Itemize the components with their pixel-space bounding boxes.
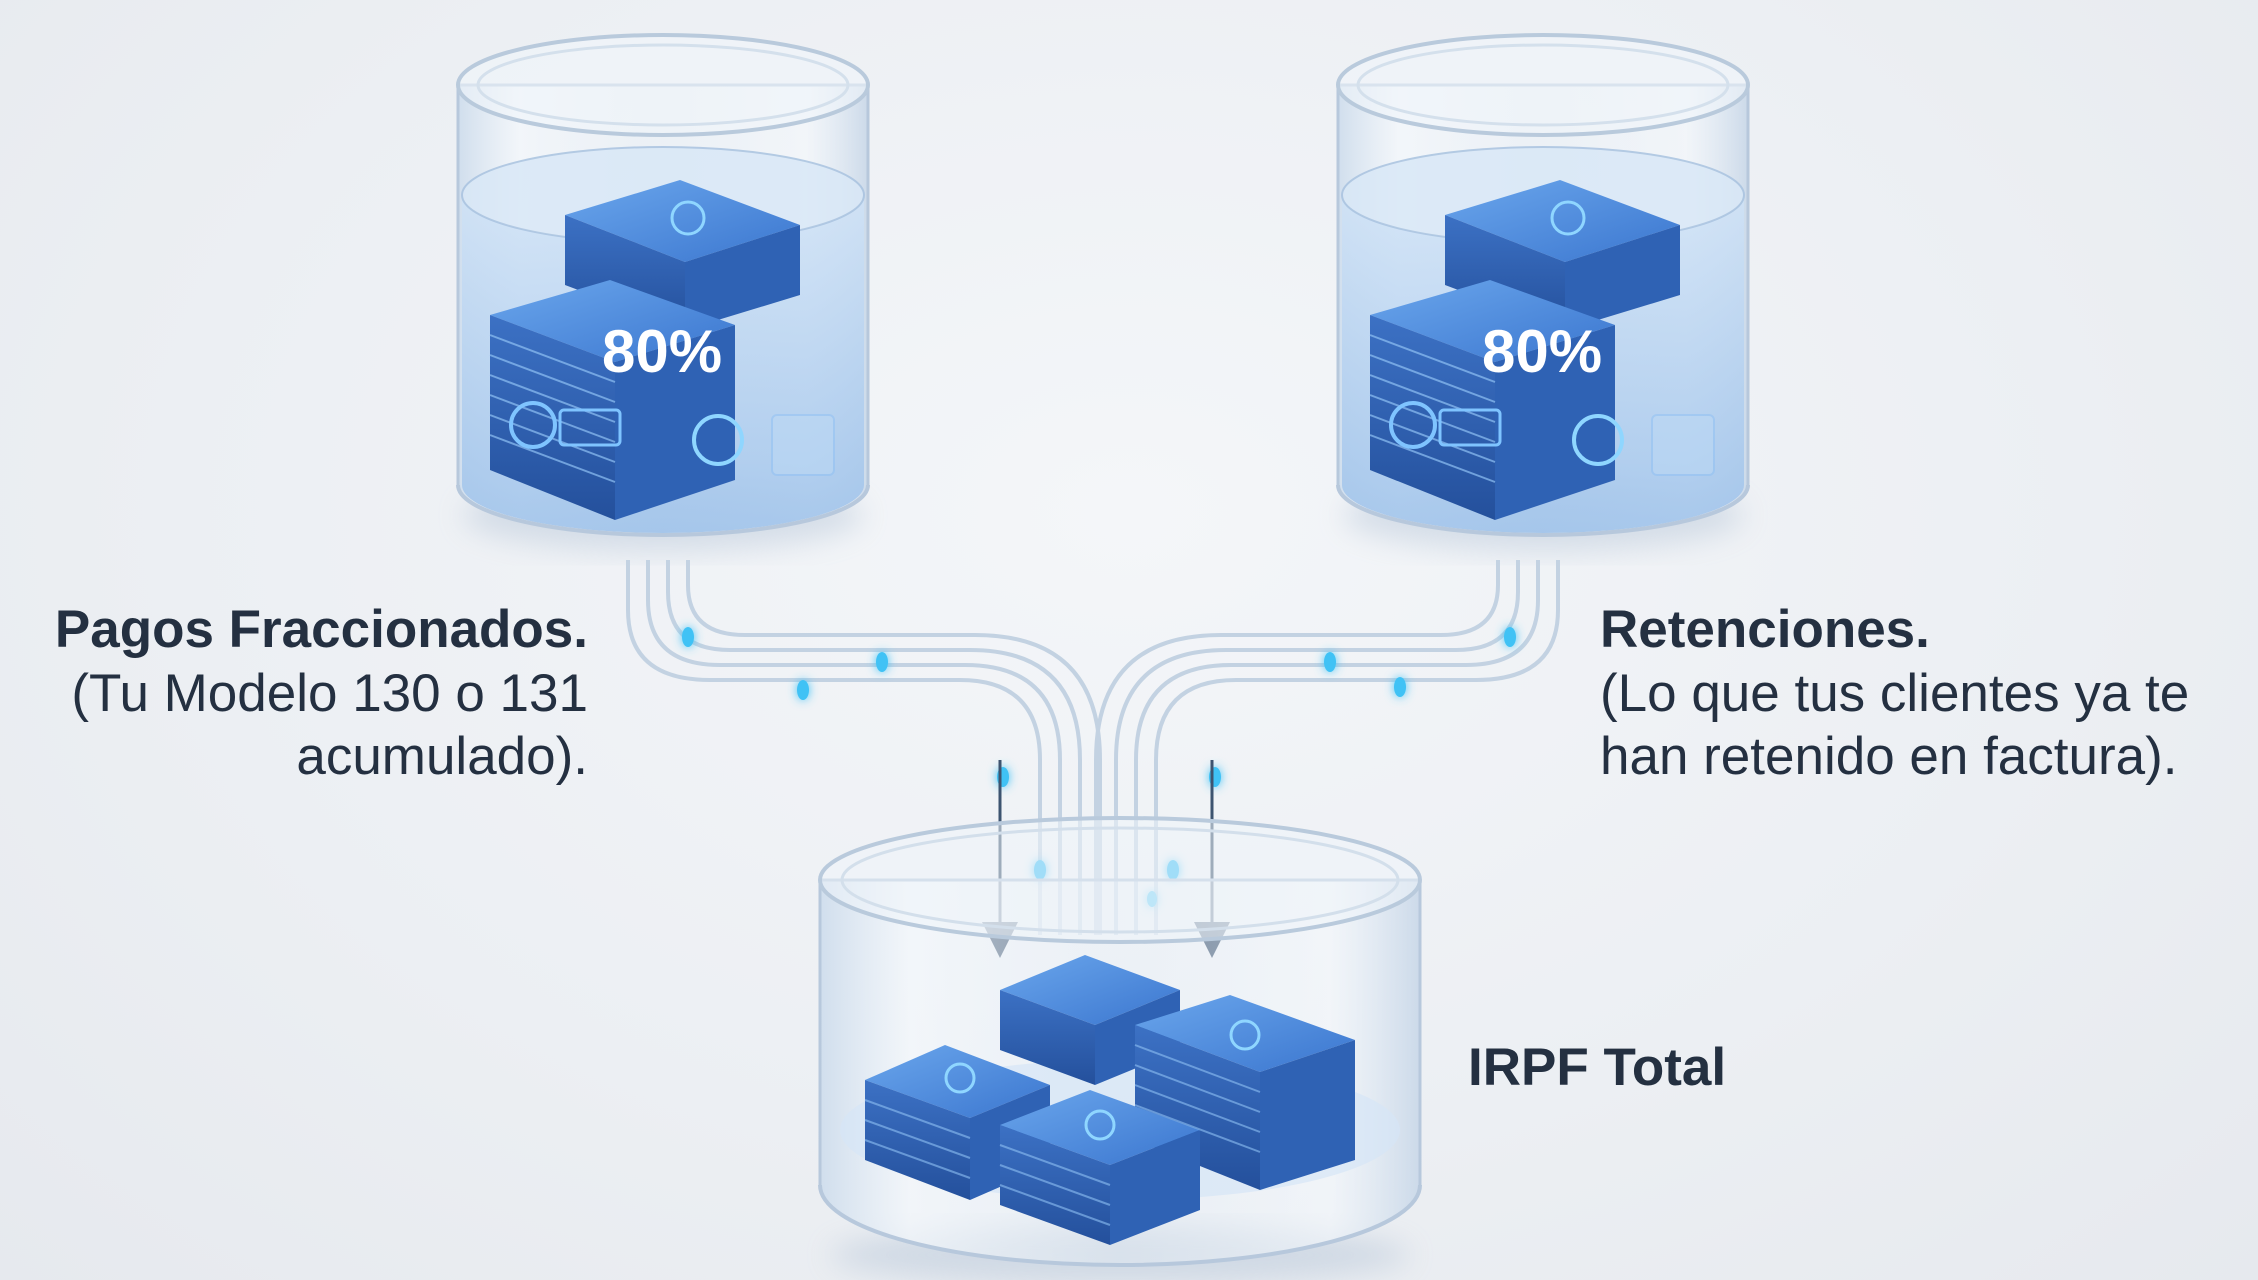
bottom-tank (818, 816, 1422, 1280)
left-cash-stack (489, 180, 835, 520)
label-irpf-total: IRPF Total (1468, 1036, 1726, 1100)
label-right-desc-line1: (Lo que tus clientes ya te (1600, 663, 2190, 723)
bottom-cash-stacks (864, 955, 1355, 1245)
right-percent: 80% (1482, 318, 1602, 385)
label-bottom-title: IRPF Total (1468, 1038, 1727, 1097)
left-tank: 80% (456, 33, 870, 551)
pipe-right (1094, 560, 1560, 935)
label-left-desc-line1: (Tu Modelo 130 o 131 (71, 663, 588, 723)
label-left-desc-line2: acumulado). (296, 727, 588, 787)
label-right-title: Retenciones. (1600, 600, 1930, 659)
left-percent: 80% (602, 318, 722, 385)
pipe-left (626, 560, 1102, 935)
right-cash-stack (1369, 180, 1715, 520)
right-tank: 80% (1336, 33, 1750, 551)
label-right-desc-line2: han retenido en factura). (1600, 727, 2178, 787)
label-pagos-fraccionados: Pagos Fraccionados. (Tu Modelo 130 o 131… (0, 598, 588, 789)
label-left-title: Pagos Fraccionados. (54, 600, 588, 659)
label-retenciones: Retenciones. (Lo que tus clientes ya te … (1600, 598, 2240, 789)
